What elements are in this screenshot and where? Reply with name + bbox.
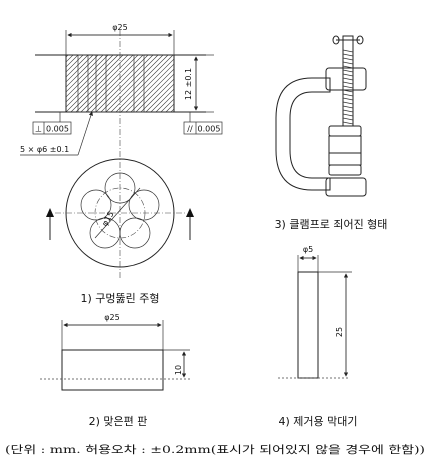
tolerance-box-parallel: // 0.005 [183,112,223,135]
hole [104,172,136,204]
pitch-circle [94,187,146,239]
fig1-mold-drawing: φ25 12 ±0.1 ⊥ 0.005 // 0.005 5 [20,23,223,305]
fig3-caption: 3) 클램프로 죄어진 형태 [275,218,388,231]
fig1-caption: 1) 구멍뚫린 주형 [80,292,159,305]
units-tolerance-note: (단위 : mm. 허용오차 : ±0.2mm(표시가 되어있지 않을 경우에 … [5,443,425,456]
hole [80,189,112,221]
fig4-rod-drawing: φ5 25 4) 제거용 막대기 [278,245,358,428]
tolerance-box-perpendicular: ⊥ 0.005 [32,112,72,135]
fig2-height-label: 10 [174,365,183,375]
fig2-caption: 2) 맞은편 판 [89,415,148,428]
parallelism-symbol: // [187,125,193,134]
perpendicularity-value: 0.005 [46,125,69,134]
fig4-width-label: φ5 [303,245,313,254]
fig2-plate-drawing: φ25 10 2) 맞은편 판 [40,313,190,428]
hole-spec-label: 5 × φ6 ±0.1 [20,145,69,154]
fig4-caption: 4) 제거용 막대기 [278,415,357,428]
parallelism-value: 0.005 [198,125,221,134]
mold-section-view [35,30,206,280]
fig1-width-label: φ25 [112,23,127,32]
perpendicularity-symbol: ⊥ [35,125,42,134]
hole-spec-callout: 5 × φ6 ±0.1 [20,111,93,156]
clamped-mold [328,135,362,154]
pcd-label: φ15 [100,210,116,228]
section-hatching [66,55,174,112]
fig1-width-dimension: φ25 [65,23,175,55]
holes [80,172,160,249]
fig4-height-label: 25 [335,327,344,337]
fig1-height-dimension: 12 ±0.1 [184,54,214,113]
rod-body [297,271,319,379]
fig2-width-label: φ25 [104,313,119,322]
clamp-frame [275,77,331,191]
fig1-height-label: 12 ±0.1 [184,68,193,100]
hole [89,217,121,249]
plate-body [61,349,164,391]
hole [128,189,160,221]
fig3-clamp-drawing: 3) 클램프로 죄어진 형태 [275,35,388,231]
clamp-screw [342,35,354,127]
clamped-plate [328,152,362,166]
